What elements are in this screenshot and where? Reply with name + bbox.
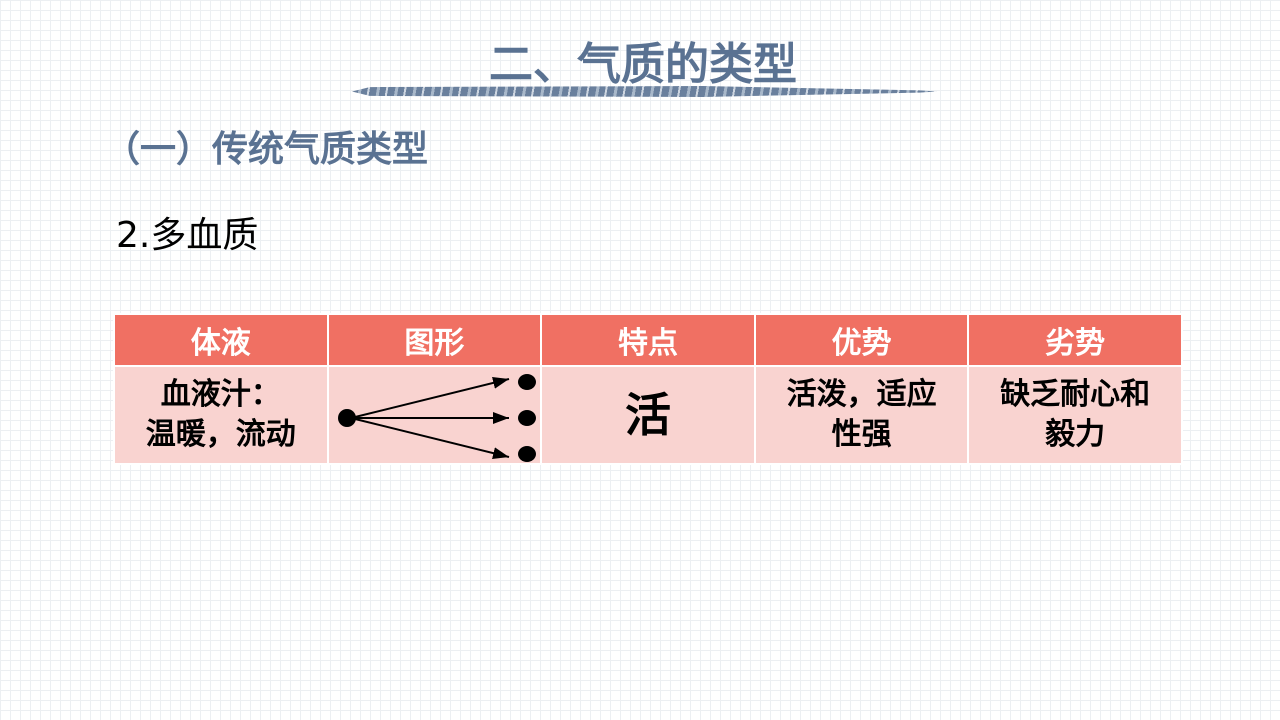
cell-line: 缺乏耐心和: [1000, 377, 1151, 412]
source-dot: [337, 409, 356, 427]
cell-feature: 活: [540, 365, 756, 465]
table-row: 血液汁： 温暖，流动 活 活泼，适应性强 缺乏耐心和毅力: [113, 365, 1183, 465]
item-heading: 2.多血质: [116, 215, 259, 256]
cell-line: 性强: [831, 417, 892, 452]
cell-line: 毅力: [1045, 417, 1106, 452]
cell-diagram: [326, 365, 543, 465]
section-heading: （一）传统气质类型: [104, 129, 429, 170]
header-diagram: 图形: [326, 313, 543, 367]
target-dot: [517, 446, 536, 462]
divergent-arrows-diagram: [337, 374, 536, 462]
header-disadvantage: 劣势: [967, 313, 1183, 367]
target-dot: [517, 374, 536, 390]
cell-advantage: 活泼，适应性强: [753, 365, 970, 465]
target-dot: [517, 410, 536, 426]
cell-disadvantage: 缺乏耐心和毅力: [967, 365, 1183, 465]
slide-title: 二、气质的类型: [489, 39, 797, 90]
header-fluid: 体液: [113, 313, 329, 367]
table-header-row: 体液 图形 特点 优势 劣势: [113, 313, 1183, 367]
header-feature: 特点: [540, 313, 756, 367]
arrow-up: [350, 377, 509, 419]
header-advantage: 优势: [753, 313, 970, 367]
temperament-table: 体液 图形 特点 优势 劣势 血液汁： 温暖，流动 活 活泼，适应性强 缺乏耐心和…: [113, 313, 1183, 465]
cell-line: 温暖，流动: [145, 417, 296, 452]
cell-fluid: 血液汁： 温暖，流动: [113, 365, 329, 465]
arrow-down: [350, 417, 509, 459]
cell-line: 血液汁：: [160, 377, 281, 412]
cell-line: 活泼，适应: [786, 377, 937, 412]
brush-divider: [352, 86, 937, 97]
